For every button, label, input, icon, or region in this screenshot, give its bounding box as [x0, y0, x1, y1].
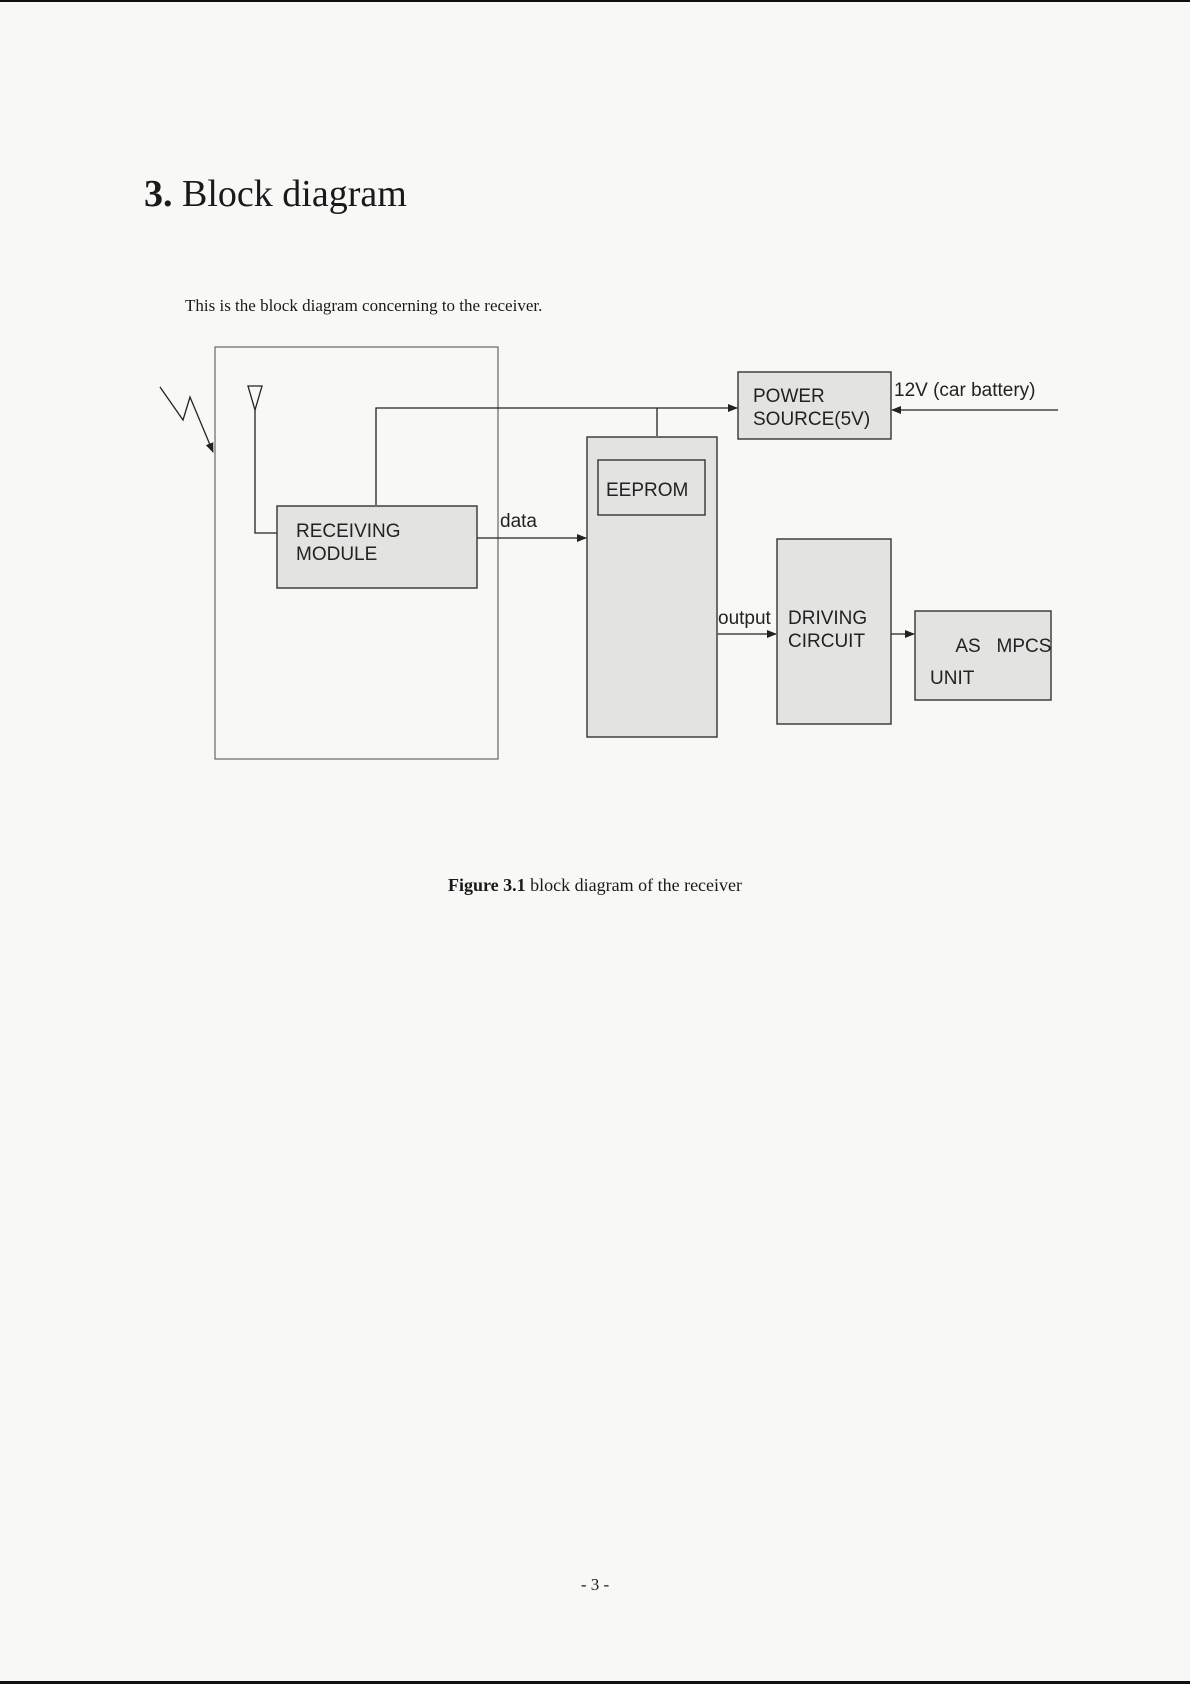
- intro-paragraph: This is the block diagram concerning to …: [185, 296, 542, 316]
- receiver-block-diagram: RECEIVING MODULE EEPROM POWER SOURCE(5V)…: [0, 330, 1190, 780]
- data-label: data: [500, 511, 537, 532]
- output-label: output: [718, 608, 772, 629]
- wire-antenna-to-module: [255, 410, 277, 533]
- figure-caption-text: block diagram of the receiver: [530, 875, 742, 895]
- incoming-signal-icon: [160, 387, 213, 452]
- battery-label: 12V (car battery): [894, 380, 1036, 401]
- figure-caption: Figure 3.1 block diagram of the receiver: [0, 875, 1190, 896]
- page-number: - 3 -: [0, 1575, 1190, 1595]
- top-border: [0, 0, 1190, 2]
- section-title-text: Block diagram: [182, 173, 407, 215]
- eeprom-label: EEPROM: [606, 480, 688, 501]
- figure-number: Figure 3.1: [448, 875, 526, 895]
- section-number: 3.: [144, 173, 173, 215]
- antenna-icon: [248, 386, 262, 410]
- section-title: 3. Block diagram: [144, 172, 407, 216]
